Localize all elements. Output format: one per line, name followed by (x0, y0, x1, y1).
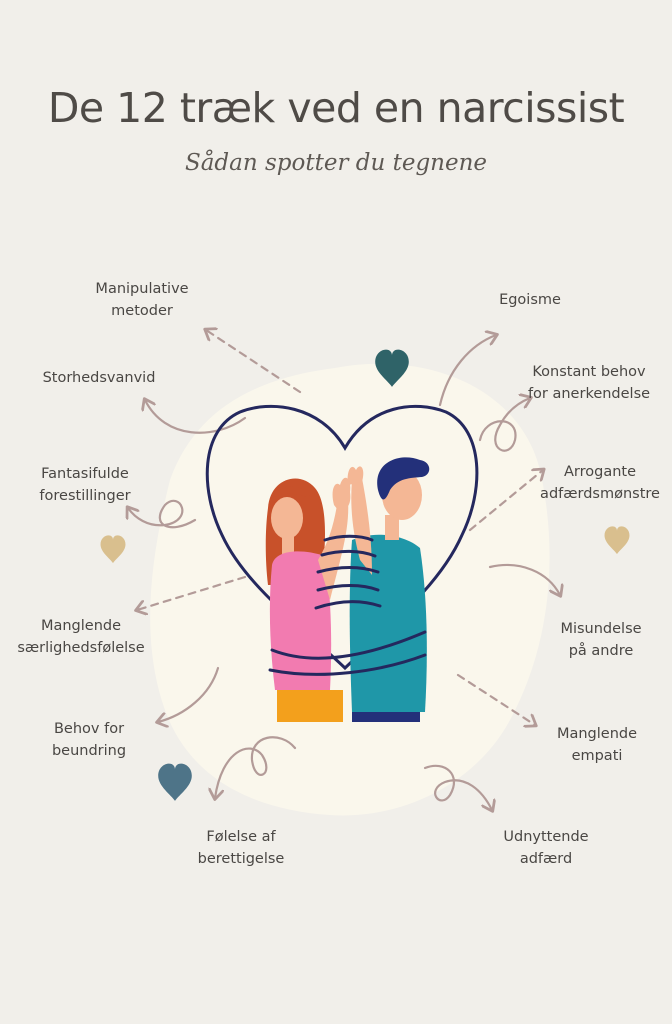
page-subtitle: Sådan spotter du tegnene (184, 150, 488, 176)
arrow-icon (488, 563, 560, 595)
trait-egoisme: Egoisme (499, 292, 561, 308)
trait-arrogante: Arrogante adfærdsmønstre (540, 464, 660, 502)
heart-icon (375, 349, 409, 387)
trait-misundelse: Misundelse på andre (560, 621, 642, 659)
arrow-icon (145, 400, 247, 434)
woman-neck (282, 535, 294, 555)
trait-fantasifulde: Fantasifulde forestillinger (39, 466, 131, 504)
couple-illustration (205, 404, 479, 722)
background-blob (150, 363, 550, 816)
arrow-icon (423, 764, 492, 810)
heart-outline-icon (205, 404, 479, 671)
heart-icon (100, 535, 126, 564)
woman-face (271, 497, 303, 539)
arrow-icon (438, 335, 496, 407)
arrow-icon (206, 330, 302, 394)
man-shirt (349, 534, 427, 712)
arrow-icon (215, 736, 297, 798)
man-arm (351, 478, 372, 575)
arrow-icon (128, 499, 197, 529)
heart-icon (158, 763, 192, 801)
trait-berettigelse: Følelse af berettigelse (197, 829, 285, 867)
arrow-icon (456, 673, 535, 725)
man-hair (377, 457, 430, 500)
man-neck (385, 515, 399, 540)
trait-beundring: Behov for beundring (51, 721, 127, 759)
arrow-icon (158, 666, 220, 722)
trait-anerkendelse: Konstant behov for anerkendelse (527, 364, 651, 402)
woman-pants (277, 690, 343, 722)
trait-storhedsvanvid: Storhedsvanvid (42, 370, 156, 386)
man-pants (352, 712, 420, 722)
arrow-icon (468, 470, 543, 532)
arrow-icon (137, 575, 247, 610)
trait-saerlighed: Manglende særlighedsfølelse (17, 618, 145, 656)
trait-manipulative: Manipulative metoder (95, 281, 189, 319)
trait-udnyttende: Udnyttende adfærd (503, 829, 589, 867)
trait-empati: Manglende empati (556, 726, 638, 764)
arrows (128, 330, 560, 810)
heart-icon (604, 526, 630, 555)
page-title: De 12 træk ved en narcissist (47, 84, 625, 132)
woman-arm (318, 498, 349, 600)
arrow-icon (478, 398, 530, 452)
